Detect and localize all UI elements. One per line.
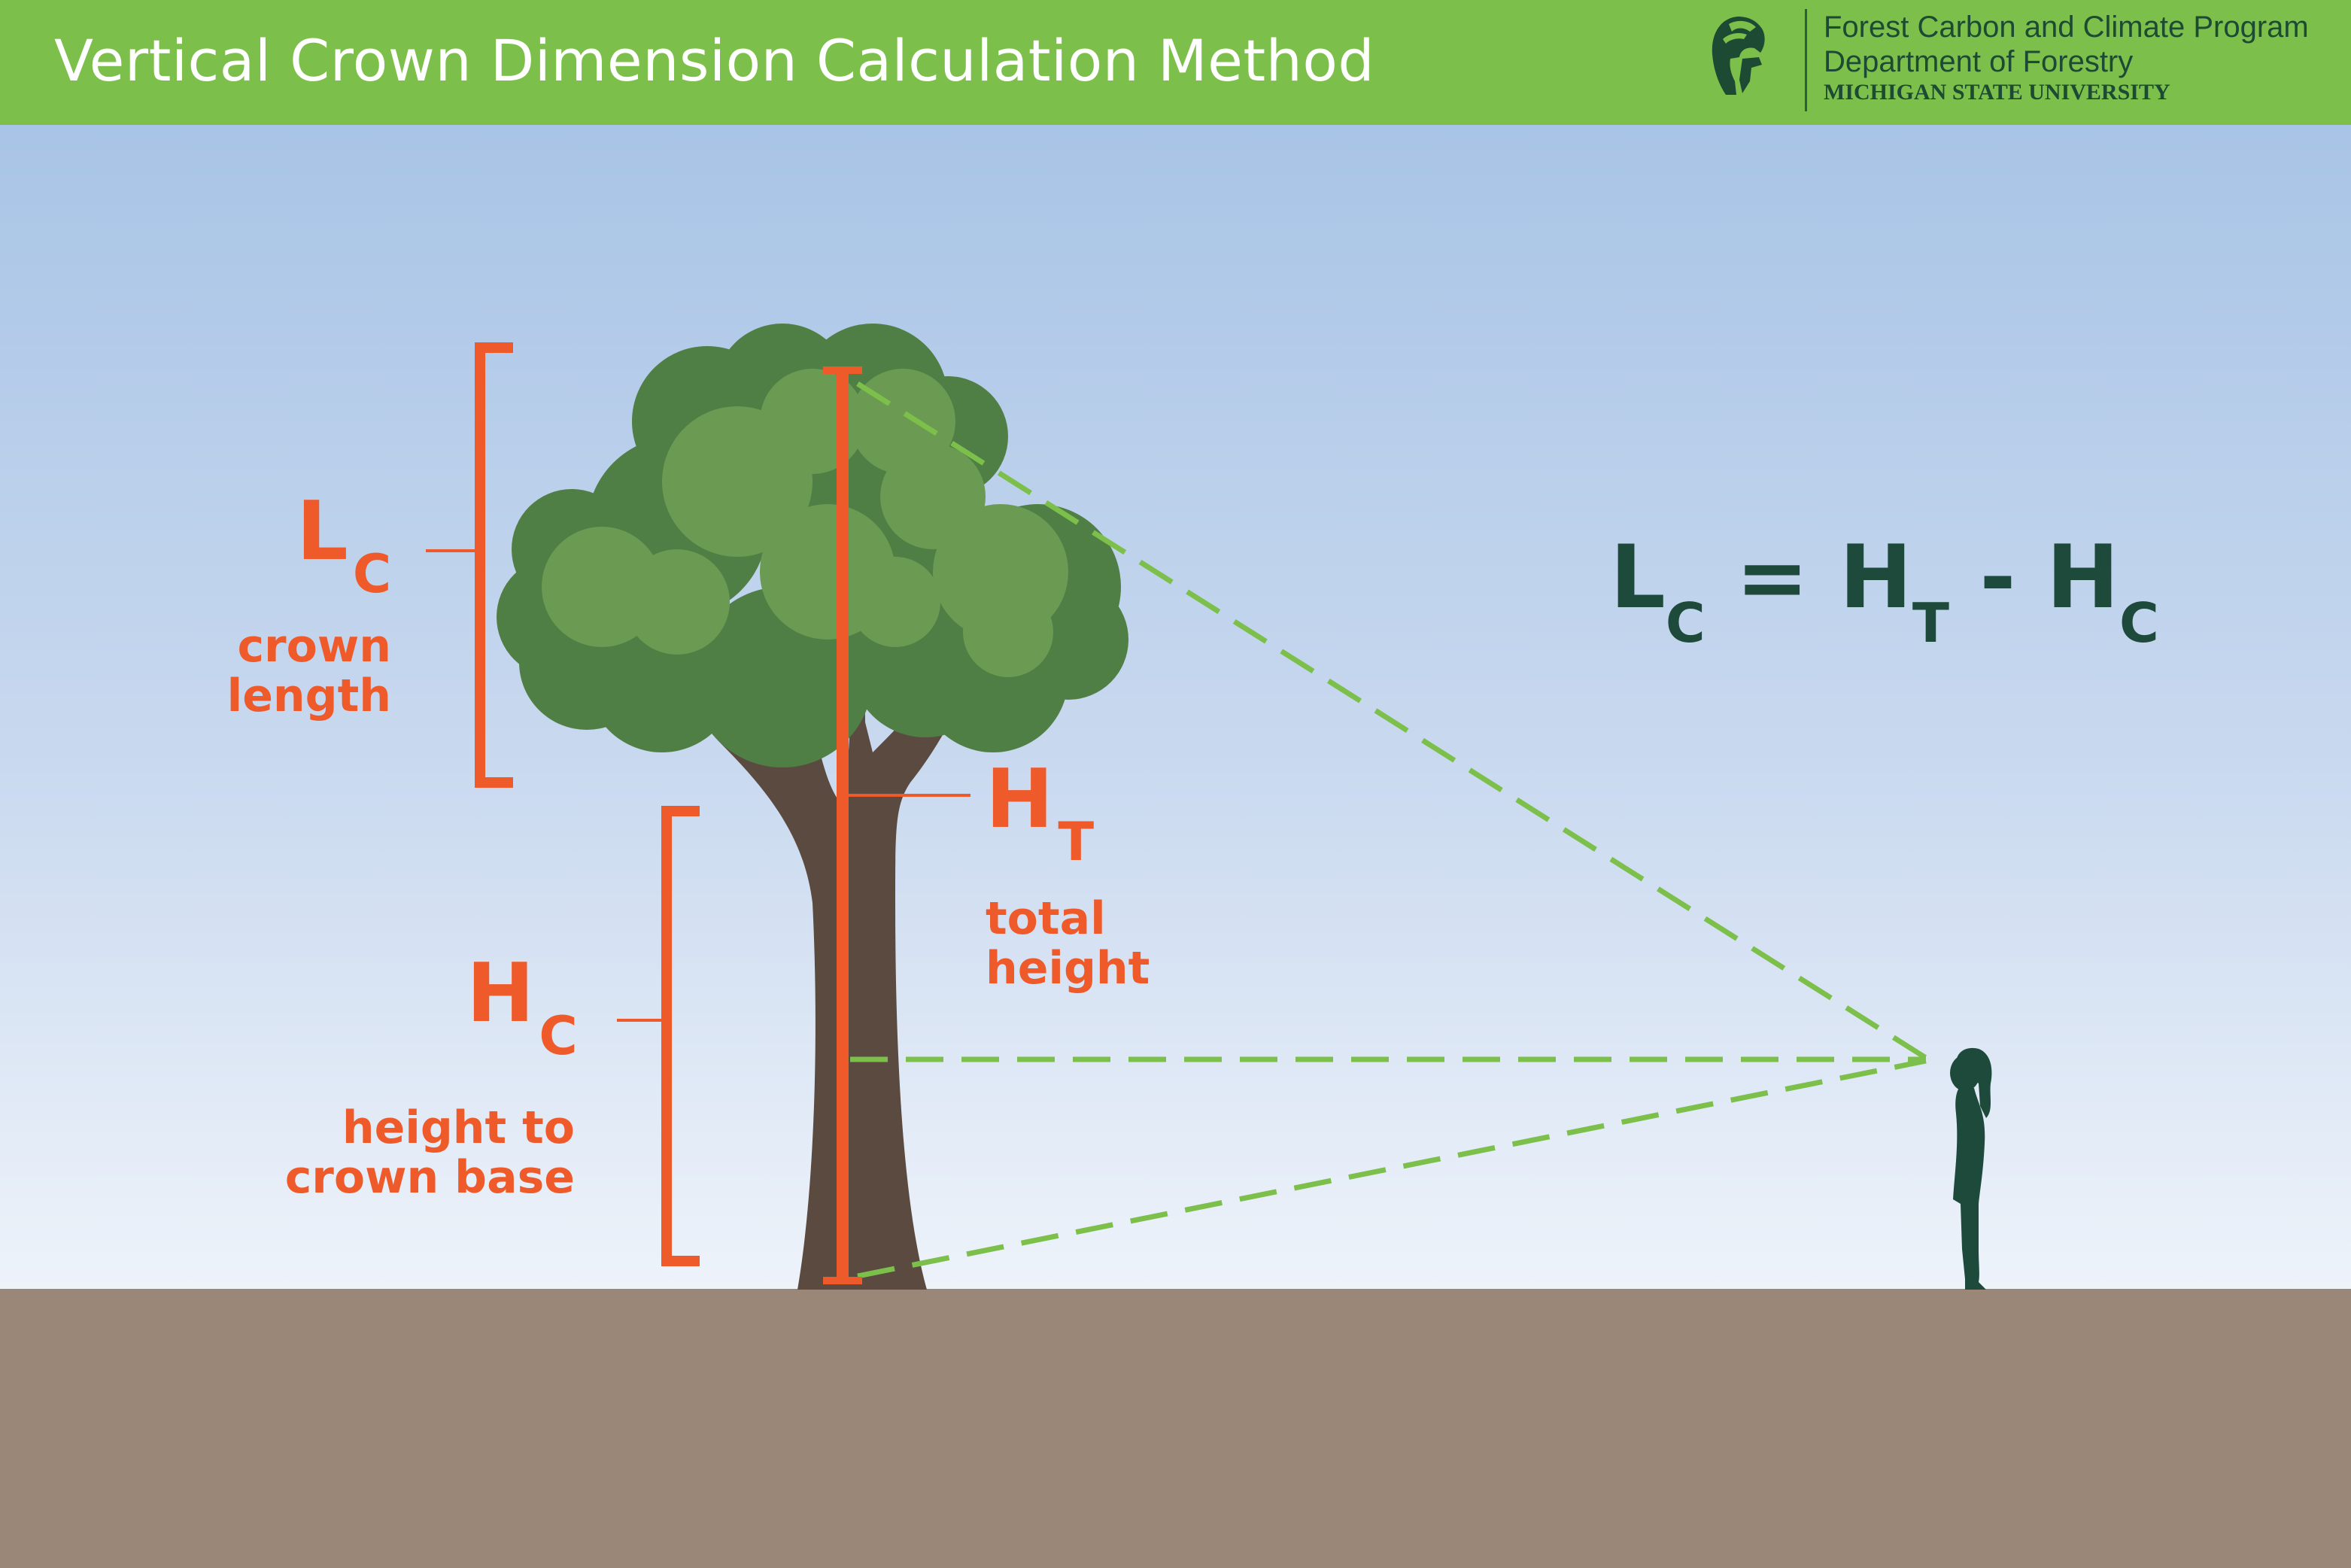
crown-base-height-symbol: HC bbox=[466, 947, 578, 1067]
crown-length-symbol: LC bbox=[296, 485, 392, 605]
sight-lines bbox=[850, 381, 1927, 1279]
crown-length-bracket bbox=[426, 342, 513, 788]
total-height-description: total height bbox=[986, 892, 1150, 995]
crown-length-formula: LC = HT - HC bbox=[1610, 527, 2159, 655]
crown-base-bracket bbox=[617, 806, 700, 1266]
header-bar: Vertical Crown Dimension Calculation Met… bbox=[0, 0, 2351, 125]
crown-length-description: crown length bbox=[226, 620, 391, 722]
sight-line-base bbox=[857, 1058, 1927, 1279]
ground bbox=[0, 1289, 2351, 1568]
tree-foliage bbox=[497, 324, 1128, 767]
page-title: Vertical Crown Dimension Calculation Met… bbox=[54, 27, 1375, 94]
org-program-name: Forest Carbon and Climate Program bbox=[1824, 11, 2309, 44]
logo-divider bbox=[1805, 9, 1807, 111]
total-height-bar bbox=[823, 366, 970, 1284]
tree-measurement-scene bbox=[0, 125, 2351, 1568]
total-height-symbol: HT bbox=[986, 752, 1095, 873]
org-university-name: MICHIGAN STATE UNIVERSITY bbox=[1824, 80, 2170, 105]
spartan-helmet-icon bbox=[1712, 17, 1765, 95]
tree-trunk bbox=[647, 516, 978, 1290]
sight-line-top bbox=[856, 381, 1927, 1060]
org-department-name: Department of Forestry bbox=[1824, 45, 2134, 78]
tree bbox=[497, 324, 1128, 1290]
observer-silhouette bbox=[1950, 1047, 1992, 1290]
crown-base-height-description: height to crown base bbox=[284, 1102, 575, 1204]
